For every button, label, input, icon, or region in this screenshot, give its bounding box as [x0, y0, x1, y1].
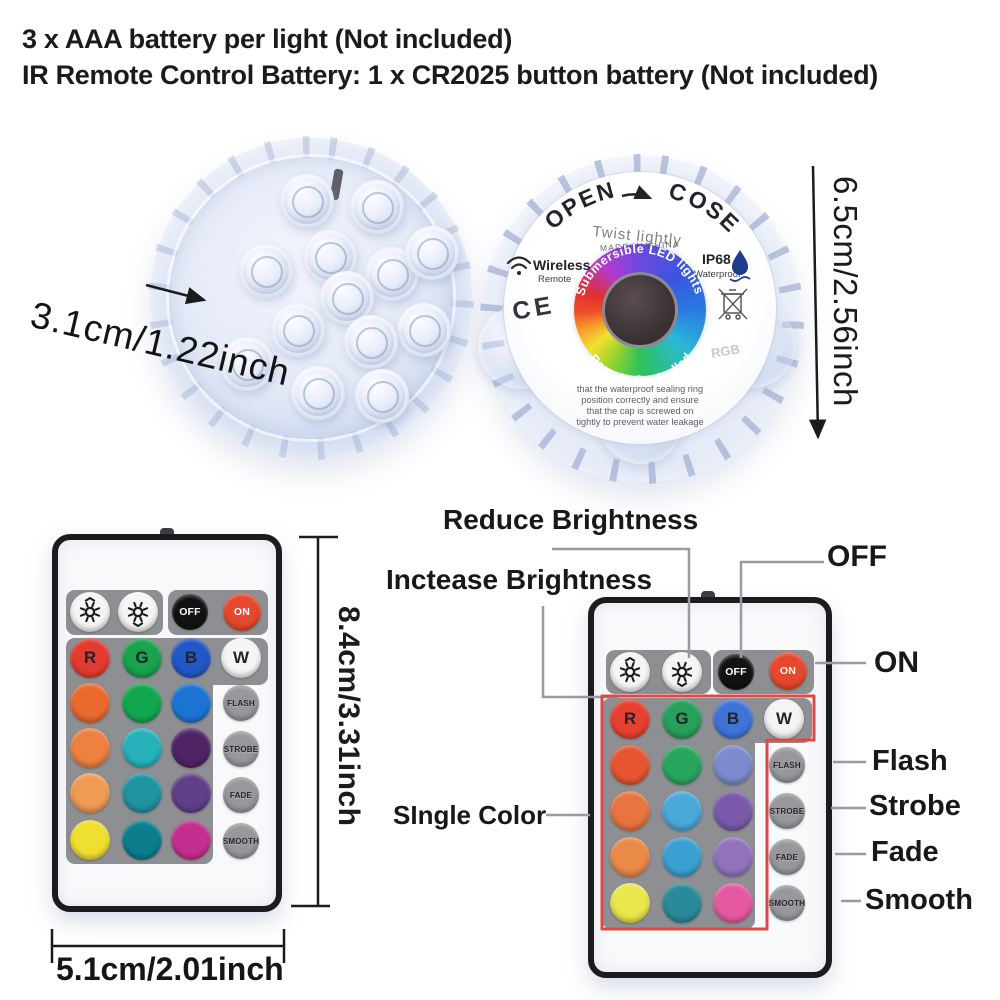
led-dome: [271, 303, 325, 357]
led-dome: [291, 366, 345, 420]
color-button-r1c2[interactable]: [122, 683, 162, 723]
led-dome: [220, 337, 274, 391]
color-button-r4c1[interactable]: [610, 883, 650, 923]
led-dome: [355, 369, 409, 423]
ir-sensor-window: [602, 272, 678, 348]
b-button[interactable]: B: [171, 638, 211, 678]
fade-button[interactable]: FADE: [769, 839, 805, 875]
color-button-r3c1[interactable]: [610, 837, 650, 877]
annotation-strobe: Strobe: [869, 790, 961, 822]
led-dome: [350, 180, 404, 234]
ir-emitter-nub: [160, 528, 174, 536]
color-button-r3c3[interactable]: [171, 773, 211, 813]
w-button[interactable]: W: [221, 638, 261, 678]
annotation-single-color: SIngle Color: [393, 800, 547, 830]
color-button-r2c2[interactable]: [122, 728, 162, 768]
smooth-button[interactable]: SMOOTH: [223, 823, 259, 859]
led-dome: [405, 226, 459, 280]
flash-button[interactable]: FLASH: [769, 747, 805, 783]
strobe-button[interactable]: STROBE: [223, 731, 259, 767]
led-dome: [344, 315, 398, 369]
led-dome: [280, 174, 334, 228]
strobe-button[interactable]: STROBE: [769, 793, 805, 829]
brightness-decrease-button[interactable]: [662, 652, 702, 692]
g-button[interactable]: G: [122, 638, 162, 678]
color-button-r2c3[interactable]: [713, 791, 753, 831]
color-button-r3c2[interactable]: [662, 837, 702, 877]
off-button[interactable]: OFF: [172, 594, 208, 630]
color-button-r1c3[interactable]: [171, 683, 211, 723]
led-dome: [239, 244, 293, 298]
color-button-r1c2[interactable]: [662, 745, 702, 785]
color-button-r4c3[interactable]: [171, 820, 211, 860]
on-button[interactable]: ON: [223, 593, 261, 631]
on-button[interactable]: ON: [769, 652, 807, 690]
brightness-increase-icon: [619, 657, 641, 683]
color-button-r2c1[interactable]: [70, 728, 110, 768]
brightness-increase-button[interactable]: [610, 652, 650, 692]
color-button-r4c2[interactable]: [662, 883, 702, 923]
color-button-r1c1[interactable]: [610, 745, 650, 785]
color-button-r1c1[interactable]: [70, 683, 110, 723]
annotation-reduce-brightness: Reduce Brightness: [443, 504, 699, 535]
brightness-decrease-button[interactable]: [118, 592, 158, 632]
color-button-r4c3[interactable]: [713, 883, 753, 923]
r-button[interactable]: R: [610, 699, 650, 739]
off-button[interactable]: OFF: [718, 654, 754, 690]
brightness-decrease-icon: [671, 661, 693, 687]
annotation-off: OFF: [827, 540, 887, 573]
brightness-decrease-icon: [127, 601, 149, 627]
annotation-on: ON: [874, 646, 919, 679]
g-button[interactable]: G: [662, 699, 702, 739]
color-button-r3c2[interactable]: [122, 773, 162, 813]
brightness-increase-button[interactable]: [70, 592, 110, 632]
color-button-r4c1[interactable]: [70, 820, 110, 860]
color-button-r2c2[interactable]: [662, 791, 702, 831]
color-button-r3c1[interactable]: [70, 773, 110, 813]
annotation-smooth: Smooth: [865, 884, 973, 916]
color-button-r3c3[interactable]: [713, 837, 753, 877]
brightness-increase-icon: [79, 597, 101, 623]
annotation-increase-brightness: Inctease Brightness: [386, 564, 653, 595]
color-button-r4c2[interactable]: [122, 820, 162, 860]
annotation-fade: Fade: [871, 836, 939, 868]
color-button-r2c3[interactable]: [171, 728, 211, 768]
led-dome: [397, 303, 451, 357]
ir-emitter-nub: [701, 591, 715, 599]
color-button-r1c3[interactable]: [713, 745, 753, 785]
r-button[interactable]: R: [70, 638, 110, 678]
height-arrow: [808, 165, 827, 440]
remote-width-label: 5.1cm/2.01inch: [56, 951, 284, 987]
header-line-1: 3 x AAA battery per light (Not included): [22, 24, 513, 54]
fade-button[interactable]: FADE: [223, 777, 259, 813]
smooth-button[interactable]: SMOOTH: [769, 885, 805, 921]
remote-height-label: 8.4cm/3.31inch: [332, 606, 365, 827]
header-line-2: IR Remote Control Battery: 1 x CR2025 bu…: [22, 60, 878, 90]
w-button[interactable]: W: [764, 699, 804, 739]
annotation-flash: Flash: [872, 745, 948, 777]
height-label: 6.5cm/2.56inch: [827, 176, 864, 407]
flash-button[interactable]: FLASH: [223, 685, 259, 721]
b-button[interactable]: B: [713, 699, 753, 739]
led-dome: [303, 230, 357, 284]
color-button-r2c1[interactable]: [610, 791, 650, 831]
